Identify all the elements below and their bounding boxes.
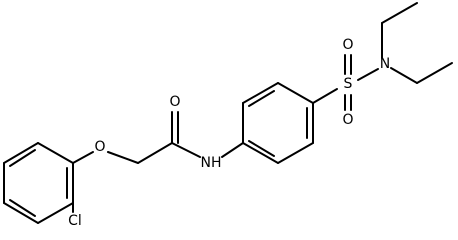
bond bbox=[242, 142, 279, 164]
atom-label-oxygen-sulfonyl-top: O bbox=[342, 37, 353, 53]
atom-label-chlorine: Cl bbox=[68, 213, 82, 229]
bond bbox=[312, 88, 338, 104]
bond bbox=[3, 142, 39, 164]
bond bbox=[277, 142, 314, 164]
atom-label-oxygen-sulfonyl-bottom: O bbox=[342, 112, 353, 128]
benzene-ring bbox=[242, 82, 314, 164]
atom-label-amide-nh: NH bbox=[201, 155, 222, 171]
atom-label-oxygen-ether: O bbox=[94, 139, 105, 155]
bond bbox=[107, 151, 139, 164]
bond bbox=[416, 62, 453, 84]
bond bbox=[390, 67, 418, 84]
bond bbox=[171, 142, 201, 158]
aromatic-double-bond bbox=[248, 90, 275, 107]
bond bbox=[242, 82, 279, 104]
bond bbox=[277, 82, 314, 104]
bond bbox=[72, 151, 94, 164]
chlorophenyl-ring bbox=[3, 142, 74, 224]
bond bbox=[221, 142, 244, 158]
bond bbox=[137, 142, 173, 164]
aromatic-double-bond bbox=[248, 140, 275, 157]
atom-label-amine-n: N bbox=[380, 56, 390, 72]
bond bbox=[381, 2, 418, 24]
bond bbox=[357, 68, 379, 81]
chemical-structure-diagram: O O NH S O O N Cl bbox=[3, 2, 453, 229]
atom-label-oxygen-carbonyl: O bbox=[169, 94, 180, 110]
bond bbox=[37, 202, 74, 224]
aromatic-double-bond bbox=[9, 149, 36, 167]
atom-label-sulfur: S bbox=[344, 76, 353, 92]
aromatic-double-bond bbox=[9, 199, 36, 217]
bond bbox=[3, 202, 39, 224]
bond bbox=[37, 142, 74, 164]
